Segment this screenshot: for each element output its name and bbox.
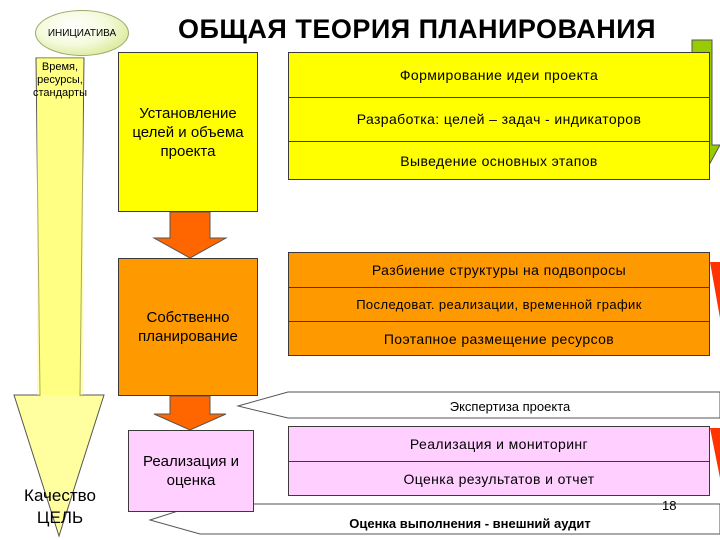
down-arrow-2 [153,395,227,431]
row-resources: Поэтапное размещение ресурсов [383,331,615,347]
red-side-marker-1 [710,262,720,318]
stage-box-planning: Собственно планирование [118,258,258,396]
audit-label: Оценка выполнения - внешний аудит [349,515,591,531]
initiative-ellipse: ИНИЦИАТИВА [35,10,129,56]
stage-box-goals: Установление целей и объема проекта [118,52,258,212]
down-arrow-1 [152,211,228,259]
group-idea: Формирование идеи проекта Разработка: це… [288,52,710,180]
page-title: ОБЩАЯ ТЕОРИЯ ПЛАНИРОВАНИЯ [178,14,657,44]
row-monitoring: Реализация и мониторинг [409,436,589,452]
row-idea-formation: Формирование идеи проекта [399,67,599,83]
row-breakdown: Разбиение структуры на подвопросы [371,262,627,278]
goal-word: ЦЕЛЬ [36,508,84,527]
page-number: 18 [662,498,677,513]
expertise-arrow [236,391,720,419]
row-main-stages: Выведение основных этапов [400,153,598,169]
left-arrow-label: Время, ресурсы, стандарты [33,60,87,99]
group-planning: Разбиение структуры на подвопросы Послед… [288,252,710,356]
red-side-marker-2 [710,428,720,478]
expertise-label: Экспертиза проекта [449,398,571,414]
group-realization: Реализация и мониторинг Оценка результат… [288,426,710,496]
row-development: Разработка: целей – задач - индикаторов [356,111,642,127]
row-evaluation: Оценка результатов и отчет [403,471,595,487]
initiative-label: ИНИЦИАТИВА [47,27,117,39]
row-schedule: Последоват. реализации, временной график [356,296,642,312]
stage-box-realization: Реализация и оценка [128,430,254,512]
goal-label: Качество ЦЕЛЬ [20,482,100,532]
quality-label: Качество [24,486,96,505]
